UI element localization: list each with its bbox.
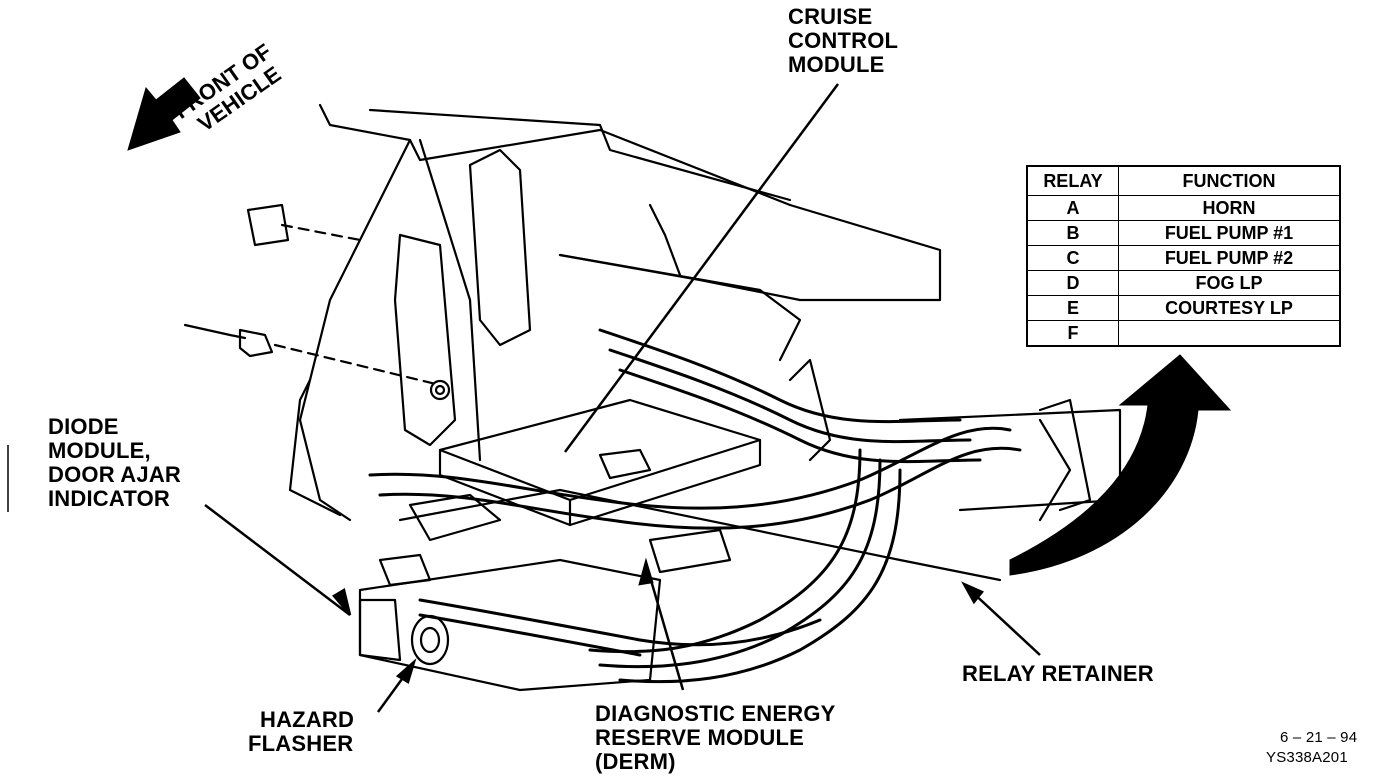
relay-cell: A	[1026, 195, 1119, 221]
relay-cell: C	[1026, 245, 1119, 271]
table-row: E COURTESY LP	[1026, 295, 1341, 321]
cruise-line-3: MODULE	[788, 52, 885, 77]
relay-function-table: RELAY FUNCTION A HORN B FUEL PUMP #1 C F…	[1026, 165, 1341, 347]
derm-line-1: DIAGNOSTIC ENERGY	[595, 701, 836, 726]
relay-cell: E	[1026, 295, 1119, 321]
function-cell: FOG LP	[1118, 270, 1341, 296]
diode-line-2: MODULE,	[48, 438, 151, 463]
table-row: C FUEL PUMP #2	[1026, 245, 1341, 271]
footer-codes: 6 – 21 – 94 YS338A201	[1266, 728, 1357, 768]
table-header-row: RELAY FUNCTION	[1026, 165, 1341, 196]
table-row: A HORN	[1026, 195, 1341, 221]
derm-line-3: (DERM)	[595, 749, 676, 774]
cruise-line-2: CONTROL	[788, 28, 899, 53]
front-arrow-icon	[127, 77, 201, 151]
function-cell: FUEL PUMP #2	[1118, 245, 1341, 271]
table-row: B FUEL PUMP #1	[1026, 220, 1341, 246]
diode-line-1: DIODE	[48, 414, 119, 439]
function-cell: HORN	[1118, 195, 1341, 221]
diode-line-3: DOOR AJAR	[48, 462, 181, 487]
diode-module-label: DIODE MODULE, DOOR AJAR INDICATOR	[48, 415, 181, 511]
hazard-flasher-label: HAZARD FLASHER	[248, 708, 354, 756]
relay-retainer-label: RELAY RETAINER	[962, 661, 1154, 686]
diode-line-4: INDICATOR	[48, 486, 170, 511]
cruise-control-module-label: CRUISE CONTROL MODULE	[788, 5, 898, 77]
relay-cell: B	[1026, 220, 1119, 246]
derm-line-2: RESERVE MODULE	[595, 725, 804, 750]
table-row: D FOG LP	[1026, 270, 1341, 296]
hazard-line-1: HAZARD	[260, 707, 355, 732]
hazard-line-2: FLASHER	[248, 731, 354, 756]
function-column-header: FUNCTION	[1118, 165, 1341, 196]
footer-date: 6 – 21 – 94	[1280, 729, 1358, 746]
function-cell	[1118, 320, 1341, 347]
function-cell: COURTESY LP	[1118, 295, 1341, 321]
relay-cell: F	[1026, 320, 1119, 347]
function-cell: FUEL PUMP #1	[1118, 220, 1341, 246]
footer-code: YS338A201	[1266, 749, 1348, 766]
curved-arrow-icon	[1009, 354, 1232, 576]
relay-column-header: RELAY	[1026, 165, 1119, 196]
derm-label: DIAGNOSTIC ENERGY RESERVE MODULE (DERM)	[595, 702, 836, 774]
relay-cell: D	[1026, 270, 1119, 296]
cruise-line-1: CRUISE	[788, 4, 873, 29]
table-row: F	[1026, 320, 1341, 347]
